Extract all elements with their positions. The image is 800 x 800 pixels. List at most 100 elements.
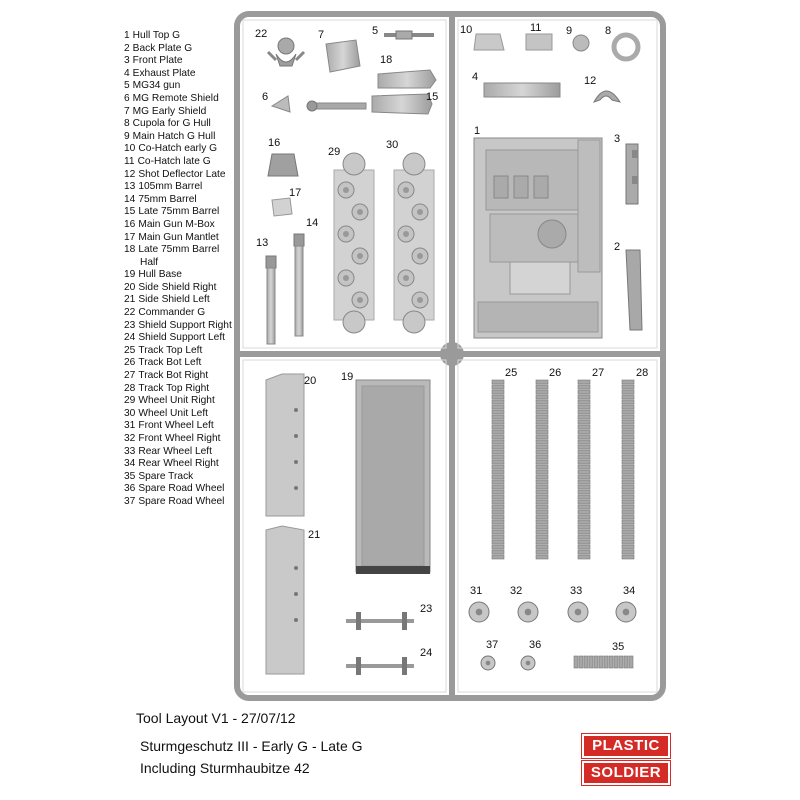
- road-wheel-hub: [417, 253, 423, 259]
- spare-track-link: [588, 655, 594, 669]
- part-label: 3: [614, 133, 620, 145]
- track-28: [621, 379, 635, 560]
- part-6-mg-remote-shield: [270, 95, 291, 113]
- track-link: [535, 514, 549, 520]
- part-number: 2: [124, 42, 130, 54]
- part-13-105mm-barrel: [265, 255, 277, 345]
- track-link: [621, 554, 635, 560]
- part-name: Shot Deflector Late: [138, 168, 226, 180]
- part-name: Wheel Unit Right: [138, 395, 215, 407]
- part-17-mantlet: [271, 197, 293, 217]
- part-label: 24: [420, 647, 432, 659]
- track-link: [621, 404, 635, 410]
- track-link: [491, 444, 505, 450]
- part-name: Track Bot Left: [138, 357, 202, 369]
- track-link: [577, 499, 591, 505]
- track-link: [577, 544, 591, 550]
- track-link: [577, 389, 591, 395]
- part-name: Side Shield Right: [138, 281, 217, 293]
- part-number: 19: [124, 269, 136, 281]
- track-link: [621, 434, 635, 440]
- part-name: Rear Wheel Right: [138, 458, 219, 470]
- part-name-continued: Half: [140, 256, 159, 268]
- track-link: [621, 544, 635, 550]
- track-link: [491, 389, 505, 395]
- track-link: [621, 474, 635, 480]
- part-label: 28: [636, 367, 648, 379]
- part-number: 7: [124, 105, 130, 117]
- kit-title: Sturmgeschutz III - Early G - Late G: [140, 738, 363, 754]
- track-link: [491, 434, 505, 440]
- track-link: [535, 489, 549, 495]
- part-name: Main Gun Mantlet: [138, 231, 219, 243]
- part-number: 4: [124, 67, 130, 79]
- spare-track-link: [613, 655, 619, 669]
- part-label: 20: [304, 375, 316, 387]
- track-link: [621, 469, 635, 475]
- part-label: 31: [470, 585, 482, 597]
- track-link: [535, 529, 549, 535]
- track-link: [535, 399, 549, 405]
- track-link: [577, 514, 591, 520]
- road-wheel-hub: [343, 275, 349, 281]
- part-label: 22: [255, 28, 267, 40]
- track-link: [577, 494, 591, 500]
- track-link: [621, 424, 635, 430]
- part-name: Cupola for G Hull: [132, 118, 211, 130]
- track-link: [577, 449, 591, 455]
- track-link: [621, 429, 635, 435]
- track-link: [491, 504, 505, 510]
- part-number: 37: [124, 495, 136, 507]
- wheel-unit-29: [333, 152, 375, 334]
- part-7-mg-early-shield: [325, 39, 361, 73]
- part-number: 17: [124, 231, 136, 243]
- spare-track-link: [608, 655, 614, 669]
- part-number: 25: [124, 344, 136, 356]
- track-link: [577, 554, 591, 560]
- small-wheels: [468, 601, 637, 671]
- track-link: [535, 539, 549, 545]
- idler: [342, 310, 366, 334]
- part-name: MG34 gun: [132, 80, 181, 92]
- track-link: [577, 394, 591, 400]
- track-link: [621, 464, 635, 470]
- track-link: [491, 529, 505, 535]
- track-link: [577, 484, 591, 490]
- wheel-34: [615, 601, 637, 623]
- part-number: 9: [124, 130, 130, 142]
- part-name: Exhaust Plate: [132, 67, 196, 79]
- track-link: [621, 499, 635, 505]
- track-link: [577, 509, 591, 515]
- track-link: [491, 454, 505, 460]
- track-link: [491, 464, 505, 470]
- part-number: 23: [124, 319, 136, 331]
- wheel-31: [468, 601, 490, 623]
- part-number: 28: [124, 382, 136, 394]
- wheel-hub: [524, 608, 532, 616]
- part-label: 10: [460, 24, 472, 36]
- track-link: [577, 534, 591, 540]
- track-link: [535, 459, 549, 465]
- part-name: Spare Road Wheel: [138, 495, 225, 507]
- part-label: 18: [380, 54, 392, 66]
- track-link: [535, 534, 549, 540]
- part-name: Co-Hatch late G: [137, 155, 211, 167]
- part-21-bolts: [294, 566, 298, 622]
- part-name: Track Top Left: [138, 344, 203, 356]
- part-number: 33: [124, 445, 136, 457]
- track-link: [535, 499, 549, 505]
- part-21-side-shield-left: [265, 525, 305, 675]
- track-link: [577, 464, 591, 470]
- track-link: [535, 474, 549, 480]
- track-link: [621, 504, 635, 510]
- track-link: [491, 474, 505, 480]
- road-wheel-hub: [403, 275, 409, 281]
- part-label: 30: [386, 139, 398, 151]
- track-link: [491, 549, 505, 555]
